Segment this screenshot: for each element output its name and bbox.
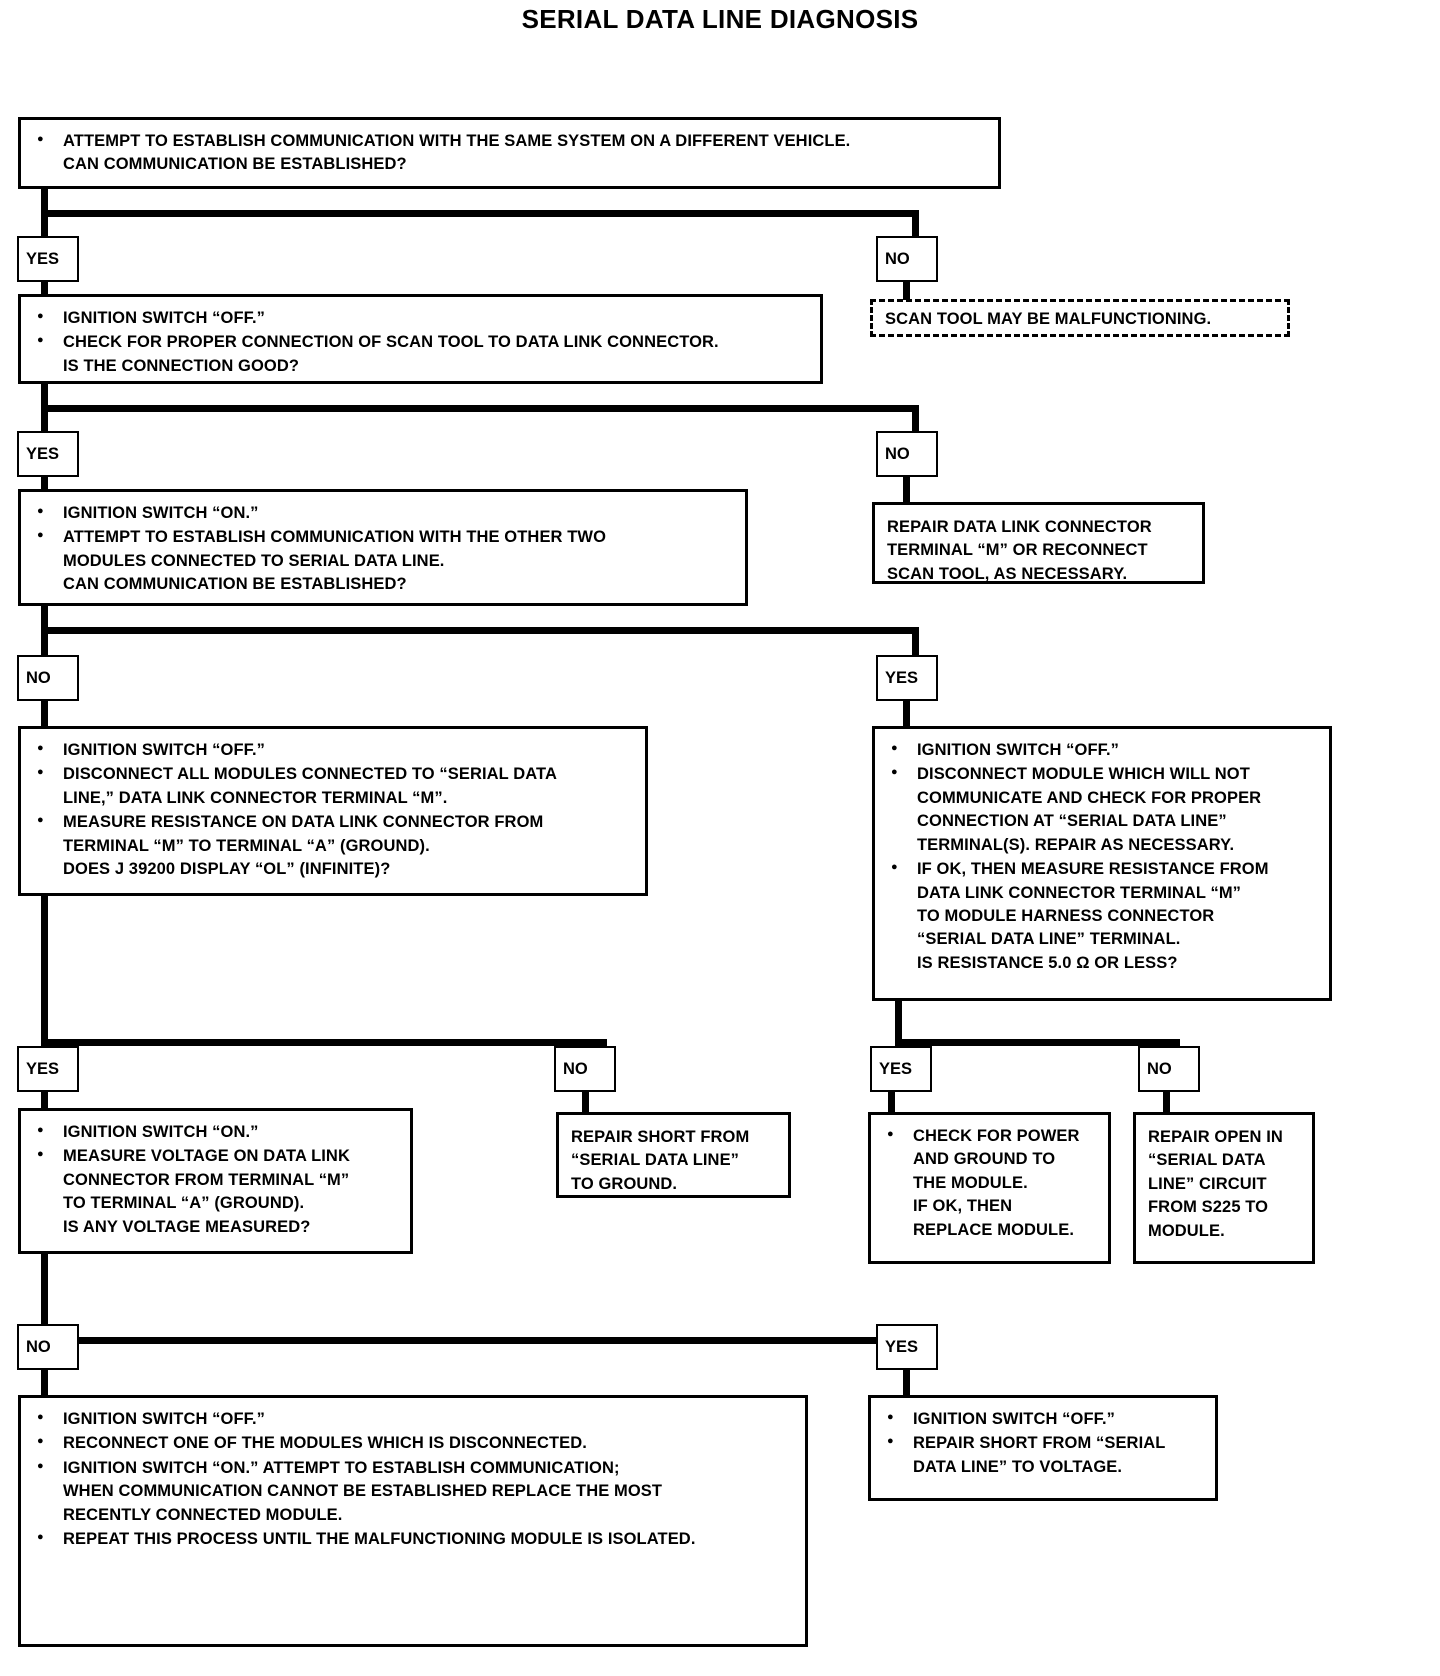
connector-step4right-bus	[895, 1039, 1180, 1046]
bullet: IGNITION SWITCH “OFF.”	[35, 306, 808, 330]
bullet: REPAIR SHORT FROM “SERIAL DATA LINE” TO …	[885, 1431, 1203, 1479]
page-title: SERIAL DATA LINE DIAGNOSIS	[521, 4, 919, 34]
bullet: IGNITION SWITCH “OFF.”	[35, 1407, 793, 1431]
node-step4-right-bullets: IGNITION SWITCH “OFF.” DISCONNECT MODULE…	[889, 738, 1317, 975]
label-text: YES	[26, 444, 60, 463]
node-repair-short-ground: REPAIR SHORT FROM “SERIAL DATA LINE” TO …	[556, 1112, 791, 1198]
bullet: ATTEMPT TO ESTABLISH COMMUNICATION WITH …	[35, 129, 986, 177]
node-step5-left-bullets: IGNITION SWITCH “ON.” MEASURE VOLTAGE ON…	[35, 1120, 398, 1239]
connector-yes5-to-final	[903, 1370, 910, 1396]
connector-no5-to-final	[41, 1370, 48, 1396]
label-no-step5: NO	[17, 1324, 79, 1370]
connector-step5left-bus	[41, 1337, 919, 1344]
bullet: IF OK, THEN MEASURE RESISTANCE FROM DATA…	[889, 857, 1317, 975]
label-no-step3: NO	[17, 655, 79, 701]
bullet: CHECK FOR POWER AND GROUND TO THE MODULE…	[885, 1124, 1096, 1242]
label-text: YES	[26, 249, 60, 268]
label-text: NO	[26, 668, 51, 687]
label-text: NO	[26, 1337, 51, 1356]
connector-no3-to-step4left	[41, 701, 48, 727]
bullet: REPEAT THIS PROCESS UNTIL THE MALFUNCTIO…	[35, 1527, 793, 1551]
connector-no4left-down	[582, 1092, 589, 1112]
label-yes-step2: YES	[17, 431, 79, 477]
label-text: NO	[885, 249, 910, 268]
node-step3: IGNITION SWITCH “ON.” ATTEMPT TO ESTABLI…	[18, 489, 748, 606]
connector-step3-yes-drop	[912, 627, 919, 659]
connector-yes3-to-step4right	[903, 701, 910, 727]
label-text: YES	[885, 1337, 919, 1356]
bullet: IGNITION SWITCH “OFF.”	[35, 738, 633, 762]
connector-yes2-to-step3	[41, 477, 48, 491]
node-final-left: IGNITION SWITCH “OFF.” RECONNECT ONE OF …	[18, 1395, 808, 1647]
connector-no1-to-scan	[903, 282, 910, 300]
connector-step2-stem	[41, 384, 48, 412]
label-yes-step4-left: YES	[17, 1046, 79, 1092]
connector-step2-no-drop	[912, 405, 919, 437]
connector-yes4left-down	[41, 1092, 48, 1109]
bullet: CHECK FOR PROPER CONNECTION OF SCAN TOOL…	[35, 330, 808, 378]
node-step3-bullets: IGNITION SWITCH “ON.” ATTEMPT TO ESTABLI…	[35, 501, 733, 597]
connector-yes1-to-step2	[41, 282, 48, 296]
label-text: YES	[879, 1059, 913, 1078]
bullet: IGNITION SWITCH “OFF.”	[885, 1407, 1203, 1431]
label-text: NO	[563, 1059, 588, 1078]
connector-step4left-bus	[41, 1039, 607, 1046]
connector-step5left-stem	[41, 1254, 48, 1344]
bullet: MEASURE VOLTAGE ON DATA LINK CONNECTOR F…	[35, 1144, 398, 1239]
connector-step2-yes-drop	[41, 405, 48, 437]
label-no-step4-right: NO	[1138, 1046, 1200, 1092]
connector-step3-bus	[41, 627, 919, 634]
connector-no4right-down	[1163, 1092, 1170, 1112]
node-step1-bullets: ATTEMPT TO ESTABLISH COMMUNICATION WITH …	[35, 129, 986, 177]
connector-step2-bus	[41, 405, 919, 412]
label-text: NO	[1147, 1059, 1172, 1078]
node-step2-bullets: IGNITION SWITCH “OFF.” CHECK FOR PROPER …	[35, 306, 808, 378]
bullet: MEASURE RESISTANCE ON DATA LINK CONNECTO…	[35, 810, 633, 881]
node-check-power-ground: CHECK FOR POWER AND GROUND TO THE MODULE…	[868, 1112, 1111, 1264]
connector-step4left-stem	[41, 896, 48, 1046]
label-yes-step5: YES	[876, 1324, 938, 1370]
connector-no2-to-repair	[903, 477, 910, 503]
connector-step1-bus	[41, 210, 919, 217]
node-check-power-ground-bullets: CHECK FOR POWER AND GROUND TO THE MODULE…	[885, 1124, 1096, 1242]
node-step1: ATTEMPT TO ESTABLISH COMMUNICATION WITH …	[18, 117, 1001, 189]
label-no-step1: NO	[876, 236, 938, 282]
node-repair-dlc-terminal: REPAIR DATA LINK CONNECTOR TERMINAL “M” …	[872, 502, 1205, 584]
node-step2: IGNITION SWITCH “OFF.” CHECK FOR PROPER …	[18, 294, 823, 384]
node-step5-left: IGNITION SWITCH “ON.” MEASURE VOLTAGE ON…	[18, 1108, 413, 1254]
node-scan-tool-malfunction: SCAN TOOL MAY BE MALFUNCTIONING.	[870, 299, 1290, 337]
node-final-right-bullets: IGNITION SWITCH “OFF.” REPAIR SHORT FROM…	[885, 1407, 1203, 1479]
connector-step3-stem	[41, 606, 48, 634]
node-step4-right: IGNITION SWITCH “OFF.” DISCONNECT MODULE…	[872, 726, 1332, 1001]
label-yes-step1: YES	[17, 236, 79, 282]
connector-step1-stem	[41, 189, 48, 217]
connector-step4right-stem	[895, 1001, 902, 1046]
label-yes-step4-right: YES	[870, 1046, 932, 1092]
connector-step1-yes-drop	[41, 210, 48, 242]
node-step4-left-bullets: IGNITION SWITCH “OFF.” DISCONNECT ALL MO…	[35, 738, 633, 882]
bullet: IGNITION SWITCH “ON.”	[35, 1120, 398, 1144]
label-text: NO	[885, 444, 910, 463]
label-no-step2: NO	[876, 431, 938, 477]
bullet: DISCONNECT MODULE WHICH WILL NOT COMMUNI…	[889, 762, 1317, 857]
bullet: ATTEMPT TO ESTABLISH COMMUNICATION WITH …	[35, 525, 733, 596]
bullet: IGNITION SWITCH “ON.” ATTEMPT TO ESTABLI…	[35, 1456, 793, 1527]
bullet: RECONNECT ONE OF THE MODULES WHICH IS DI…	[35, 1431, 793, 1455]
connector-step3-no-drop	[41, 627, 48, 659]
node-step4-left: IGNITION SWITCH “OFF.” DISCONNECT ALL MO…	[18, 726, 648, 896]
label-no-step4-left: NO	[554, 1046, 616, 1092]
bullet: IGNITION SWITCH “ON.”	[35, 501, 733, 525]
bullet: DISCONNECT ALL MODULES CONNECTED TO “SER…	[35, 762, 633, 810]
node-final-right: IGNITION SWITCH “OFF.” REPAIR SHORT FROM…	[868, 1395, 1218, 1501]
node-final-left-bullets: IGNITION SWITCH “OFF.” RECONNECT ONE OF …	[35, 1407, 793, 1552]
label-text: YES	[26, 1059, 60, 1078]
connector-step1-no-drop	[912, 210, 919, 242]
connector-yes4right-down	[888, 1092, 895, 1112]
bullet: IGNITION SWITCH “OFF.”	[889, 738, 1317, 762]
label-yes-step3: YES	[876, 655, 938, 701]
label-text: YES	[885, 668, 919, 687]
node-repair-open-s225: REPAIR OPEN IN “SERIAL DATA LINE” CIRCUI…	[1133, 1112, 1315, 1264]
